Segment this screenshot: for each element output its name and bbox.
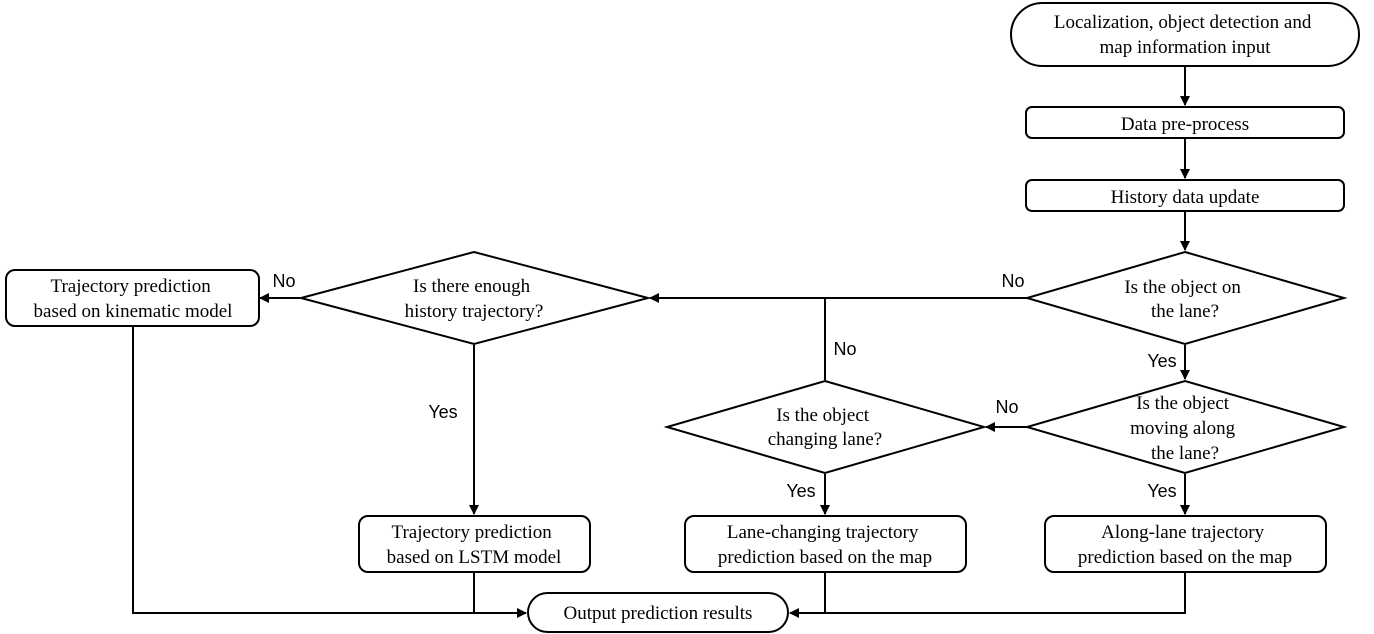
label-along-lane-line-2: prediction based on the map [1078,547,1292,568]
label-lstm-line-1: Trajectory prediction [392,522,553,543]
node-input [1010,2,1360,67]
label-preprocess: Data pre-process [1121,114,1249,135]
node-on-lane-decision [1023,250,1348,346]
label-preprocess-line-1: Data pre-process [1121,114,1249,135]
label-lane-change: Lane-changing trajectory prediction base… [718,522,932,568]
node-labels: Localization, object detection and map i… [34,12,1316,624]
label-lstm: Trajectory prediction based on LSTM mode… [387,522,562,568]
label-changing: Is the object changing lane? [768,405,882,450]
label-on-lane-line-2: the lane? [1151,301,1219,322]
label-along-lane: Along-lane trajectory prediction based o… [1078,522,1292,568]
label-along-lane-line-1: Along-lane trajectory [1101,522,1265,543]
label-kinematic-line-2: based on kinematic model [34,301,233,322]
label-history: History data update [1111,187,1260,208]
edge-label-changing-yes: Yes [786,481,815,501]
label-lane-change-line-1: Lane-changing trajectory [727,522,919,543]
node-changing-lane-decision [663,379,988,475]
label-output-line-1: Output prediction results [564,603,753,624]
label-moving-along-line-2: moving along [1130,418,1236,439]
edge-label-on-lane-yes: Yes [1147,351,1176,371]
label-kinematic-line-1: Trajectory prediction [51,276,212,297]
node-lstm [358,515,591,573]
node-enough-history-decision [297,250,652,346]
edge-labels: No Yes No Yes No Yes No Yes [272,271,1176,501]
label-output: Output prediction results [564,603,753,624]
label-enough: Is there enough history trajectory? [405,276,544,322]
node-moving-along-decision [1023,379,1348,475]
node-output [527,592,789,633]
edge-kinematic-to-output [132,327,527,618]
label-changing-line-2: changing lane? [768,429,882,450]
label-input-line-2: map information input [1100,37,1272,58]
node-history [1025,179,1345,212]
node-along-lane [1044,515,1327,573]
edge-label-moving-yes: Yes [1147,481,1176,501]
label-on-lane: Is the object on the lane? [1124,277,1245,322]
label-enough-line-2: history trajectory? [405,301,544,322]
label-lane-change-line-2: prediction based on the map [718,547,932,568]
label-moving-along-line-1: Is the object [1136,393,1230,414]
connectors [132,67,1190,618]
label-input-line-1: Localization, object detection and [1054,12,1312,33]
label-changing-line-1: Is the object [776,405,870,426]
label-enough-line-1: Is there enough [413,276,531,297]
label-lstm-line-2: based on LSTM model [387,547,562,568]
label-kinematic: Trajectory prediction based on kinematic… [34,276,233,322]
edge-label-moving-no: No [995,397,1018,417]
label-on-lane-line-1: Is the object on [1124,277,1241,298]
label-moving-along: Is the object moving along the lane? [1130,393,1240,464]
label-history-line-1: History data update [1111,187,1260,208]
node-kinematic [5,269,260,327]
label-input: Localization, object detection and map i… [1054,12,1316,58]
nodes [5,2,1360,633]
node-lane-change [684,515,967,573]
edge-label-on-lane-no: No [1001,271,1024,291]
edge-label-enough-no: No [272,271,295,291]
edge-along-lane-to-output [789,573,1186,618]
edge-label-enough-yes: Yes [428,402,457,422]
label-moving-along-line-3: the lane? [1151,443,1219,464]
edge-label-changing-no: No [833,339,856,359]
node-preprocess [1025,106,1345,139]
